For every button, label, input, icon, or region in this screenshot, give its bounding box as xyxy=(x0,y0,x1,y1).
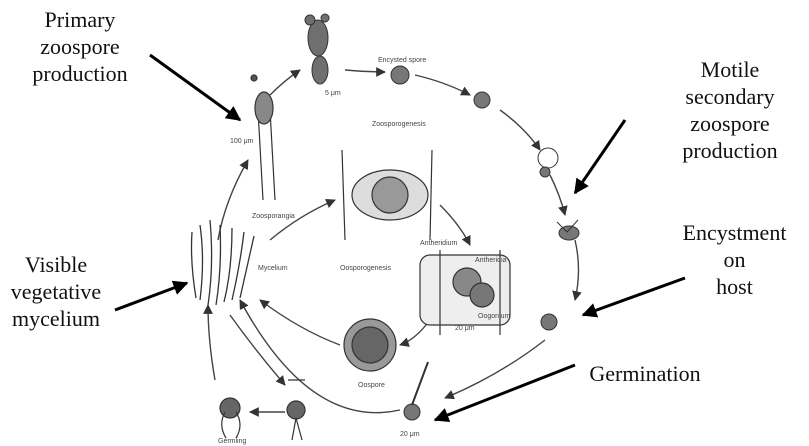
arrow-mycelium-to-sporangium xyxy=(218,160,248,240)
arrow-spore-to-cyst xyxy=(415,75,470,95)
pointer-motile xyxy=(575,120,625,193)
arrow-cyst-to-motile xyxy=(500,110,540,150)
label-zoosporogenesis: Zoosporogenesis xyxy=(372,121,426,128)
label-scale-100: 100 μm xyxy=(230,138,254,145)
oospore-drawing xyxy=(344,319,396,371)
arrow-mycelium-to-oogonium xyxy=(270,200,335,240)
pointer-visible xyxy=(115,283,187,310)
oogonium-drawing xyxy=(342,150,432,240)
mycelium-drawing xyxy=(192,220,255,305)
arrow-oospore-to-mycelium xyxy=(260,300,340,345)
pointer-primary xyxy=(150,55,240,120)
arrow-sporangium-to-release xyxy=(270,70,300,95)
label-mycelium: Mycelium xyxy=(258,265,288,272)
label-scale-20b: 20 μm xyxy=(400,431,420,438)
zoospore-release-drawing xyxy=(305,14,329,84)
label-encystment-on-host: Encystment on host xyxy=(660,219,809,300)
label-oogonium: Oogonium xyxy=(478,313,510,320)
label-primary-zoospore-production: Primary zoospore production xyxy=(5,6,155,87)
arrow-host-to-germ xyxy=(445,340,545,398)
label-oosporogenesis: Oosporogenesis xyxy=(340,265,391,272)
label-motile-secondary-zoospore-production: Motile secondary zoospore production xyxy=(655,56,805,164)
arrow-oogonium-to-antheridia xyxy=(440,205,470,245)
arrow-motile-to-swim xyxy=(550,175,565,215)
label-germling: Germling xyxy=(218,438,247,445)
label-scale-20a: 20 μm xyxy=(455,325,475,332)
label-oospore: Oospore xyxy=(358,382,385,389)
label-visible-vegetative-mycelium: Visible vegetative mycelium xyxy=(0,251,112,332)
germling-drawings xyxy=(220,380,305,440)
label-scale-5: 5 μm xyxy=(325,90,341,97)
arrow-swim-to-host xyxy=(575,240,579,300)
label-germination: Germination xyxy=(565,360,725,387)
arrow-release-to-spore xyxy=(345,70,385,72)
arrow-mycelium-down xyxy=(230,315,285,385)
label-antheridium-top: Antheridium xyxy=(420,240,458,247)
label-encysted-spore: Encysted spore xyxy=(378,57,426,64)
label-zoosporangia: Zoosporangia xyxy=(252,213,295,220)
label-antheridium: Antheridia xyxy=(475,257,507,264)
arrow-germling-up xyxy=(208,305,215,380)
